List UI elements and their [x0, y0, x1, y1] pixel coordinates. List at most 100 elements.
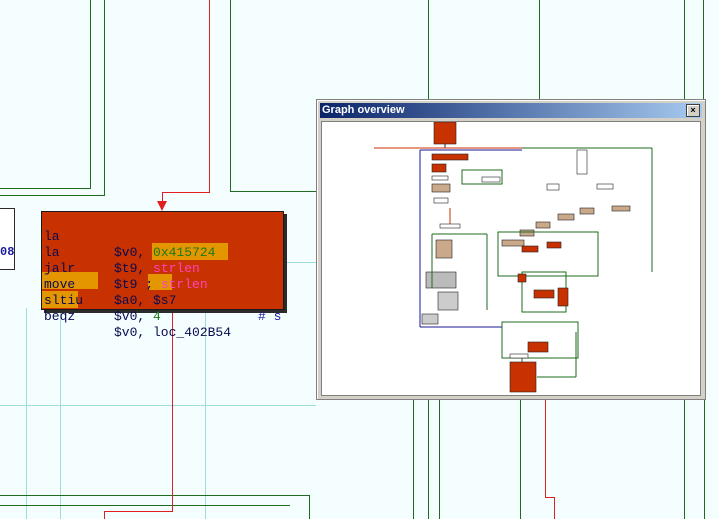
mini-node: [519, 229, 535, 237]
flow-edge: [209, 0, 210, 192]
instruction-row[interactable]: jalr $t9 ; strlen: [44, 245, 282, 292]
mini-node: [435, 239, 453, 259]
close-icon: ×: [690, 105, 696, 115]
mnemonic: jalr: [44, 261, 76, 276]
close-button[interactable]: ×: [686, 104, 700, 117]
flow-edge: [684, 0, 685, 99]
mini-node: [509, 353, 529, 359]
flow-edge: [162, 192, 210, 193]
comment: # s: [258, 309, 282, 324]
mnemonic: la: [44, 229, 60, 244]
edge-arrow-head: [157, 201, 167, 211]
mini-node: [481, 176, 501, 183]
highlight-value: [148, 274, 172, 290]
mini-node: [425, 271, 457, 289]
operand-registers: $v0,: [114, 245, 154, 260]
immediate-value[interactable]: 4: [153, 309, 161, 324]
mini-node: [437, 291, 459, 311]
instruction-row[interactable]: la $v0, 0x415724: [44, 213, 282, 260]
immediate-value[interactable]: 0x415724: [153, 245, 216, 260]
flow-edge: [0, 495, 310, 496]
flow-edge: [104, 511, 105, 519]
operands: $a0, $s7: [114, 293, 177, 308]
instruction-row[interactable]: move $a0, $s7 # s: [44, 261, 282, 324]
flow-edge: [90, 0, 91, 188]
mini-node: [431, 183, 451, 193]
mini-node: [431, 175, 449, 181]
window-title: Graph overview: [322, 104, 405, 116]
mini-node: [527, 341, 549, 353]
flow-edge: [104, 511, 173, 512]
mini-node: [533, 289, 555, 299]
flow-edge: [230, 0, 231, 192]
operands: $t9, strlen: [114, 261, 200, 277]
flow-edge: [0, 405, 316, 406]
mini-node: [579, 207, 595, 215]
mini-node: [501, 239, 525, 247]
instruction-row[interactable]: la $t9, strlen: [44, 229, 282, 276]
flow-edge: [439, 398, 440, 519]
flow-edge: [104, 0, 105, 195]
mini-node: [611, 205, 631, 212]
instruction-row[interactable]: sltiu $v0, 4: [44, 277, 282, 324]
mini-node: [576, 149, 588, 175]
mnemonic: la: [44, 245, 60, 260]
operands: $v0, 0x415724: [114, 245, 215, 261]
flow-edge: [554, 497, 555, 519]
partial-code-node[interactable]: 08: [0, 208, 15, 270]
mini-node: [431, 153, 469, 161]
mini-node: [461, 169, 503, 185]
flow-edge: [162, 192, 163, 202]
mini-node: [433, 197, 449, 204]
highlight-beqz: [42, 291, 78, 308]
flow-edge: [545, 497, 555, 498]
mini-node: [431, 163, 447, 173]
flow-edge: [413, 398, 414, 519]
mini-node: [421, 313, 439, 325]
operand-registers: $t9,: [114, 261, 154, 276]
flow-edge: [703, 0, 704, 99]
flow-edge: [172, 308, 173, 512]
operands: $v0, 4: [114, 309, 161, 325]
function-reference[interactable]: strlen: [153, 261, 200, 276]
partial-node-text: 08: [0, 245, 15, 259]
code-block-node[interactable]: la $v0, 0x415724 la $t9, strlen jalr $t9…: [41, 211, 284, 340]
mini-node: [596, 183, 614, 190]
flow-edge: [684, 398, 685, 519]
mini-node: [546, 241, 562, 249]
mnemonic: beqz: [44, 309, 76, 324]
graph-overview-canvas[interactable]: [321, 121, 701, 396]
flow-edge: [205, 308, 206, 519]
instruction-row[interactable]: beqz $v0, loc_402B54: [44, 293, 282, 340]
flow-edge: [428, 0, 429, 99]
mini-node: [509, 361, 537, 393]
mini-node: [557, 287, 569, 307]
mini-node: [557, 213, 575, 221]
flow-edge: [539, 0, 540, 99]
flow-edge: [0, 195, 105, 196]
graph-overview-window[interactable]: Graph overview ×: [316, 99, 706, 400]
flow-edge: [0, 188, 91, 189]
mnemonic: move: [44, 277, 76, 292]
mini-node: [433, 121, 457, 145]
operands[interactable]: $v0, loc_402B54: [114, 325, 232, 340]
operands: $t9 ; strlen: [114, 277, 208, 293]
flow-edge: [0, 505, 290, 506]
mini-node: [439, 223, 461, 229]
mini-node: [497, 231, 599, 277]
mini-node: [517, 273, 527, 283]
mini-node: [521, 245, 539, 253]
operand-registers: $v0,: [114, 309, 154, 324]
function-comment[interactable]: strlen: [160, 277, 208, 292]
highlight-strlen: [152, 243, 228, 260]
flow-edge: [309, 495, 310, 519]
window-titlebar[interactable]: Graph overview ×: [320, 103, 702, 118]
mini-node: [501, 321, 579, 359]
graph-miniature: [374, 121, 653, 393]
flow-edge: [545, 398, 546, 498]
flow-edge: [704, 398, 705, 519]
highlight-sltiu: [42, 272, 98, 289]
flow-edge: [520, 398, 521, 519]
flow-edge: [60, 308, 61, 519]
